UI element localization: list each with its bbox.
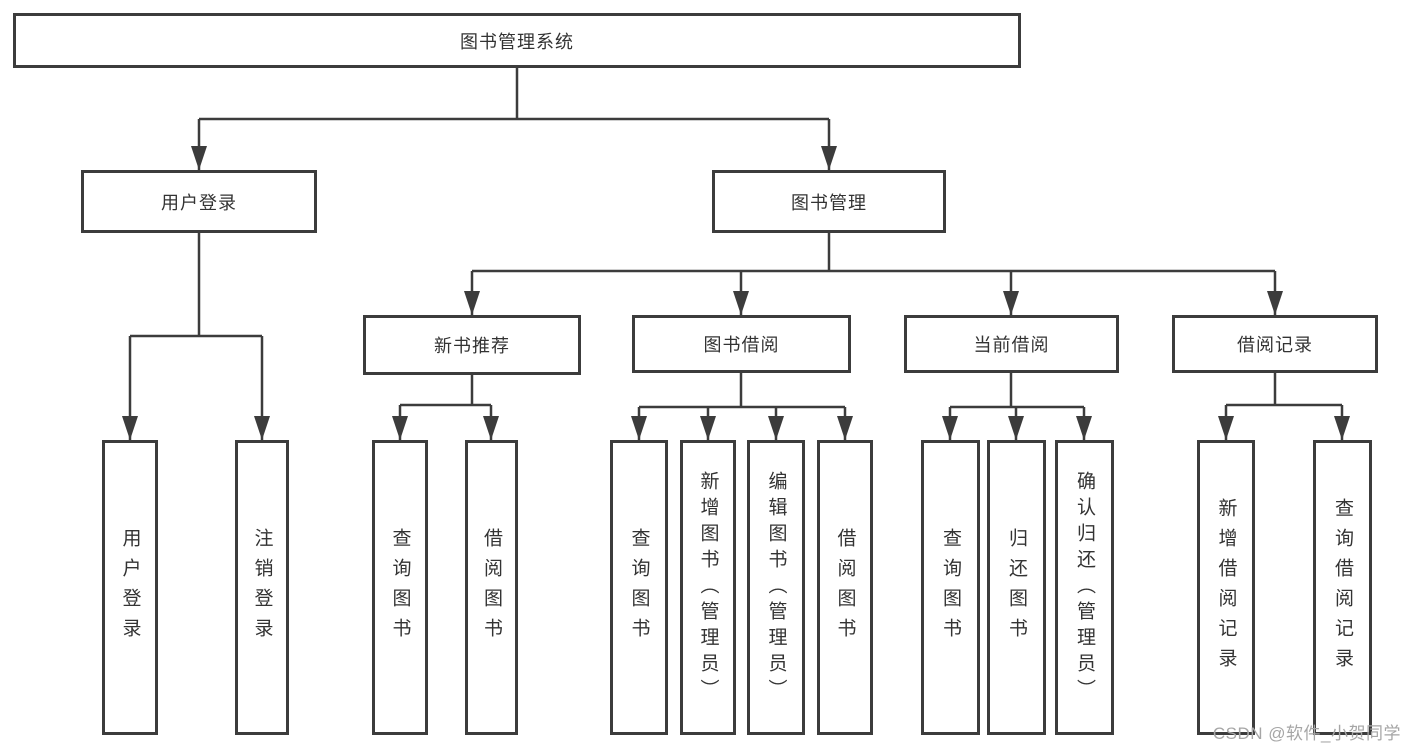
node-label: 图书管理系统 xyxy=(460,31,574,52)
node-label: 新书推荐 xyxy=(434,336,510,356)
leaf-user-login: 用户登录 xyxy=(102,440,158,735)
leaf-logout: 注销登录 xyxy=(235,440,289,735)
leaf-borrow-books-recommend: 借阅图书 xyxy=(465,440,518,735)
arrowheads xyxy=(122,146,1350,440)
leaf-edit-book-admin: 编辑图书（管理员） xyxy=(747,440,805,735)
node-library-management-system: 图书管理系统 xyxy=(13,13,1021,68)
csdn-watermark: CSDN @软件_小贺同学 xyxy=(1212,724,1401,743)
leaf-label: 注销登录 xyxy=(251,527,273,648)
leaf-confirm-return-admin: 确认归还（管理员） xyxy=(1055,440,1114,735)
leaf-query-books-borrowing: 查询图书 xyxy=(610,440,668,735)
node-label: 图书管理 xyxy=(791,192,867,213)
leaf-query-books-current: 查询图书 xyxy=(921,440,980,735)
leaf-label: 查询图书 xyxy=(628,527,650,648)
node-label: 用户登录 xyxy=(161,192,237,213)
leaf-label: 查询图书 xyxy=(389,527,411,648)
leaf-label: 确认归还（管理员） xyxy=(1074,470,1095,705)
leaf-borrow-books-borrowing: 借阅图书 xyxy=(817,440,873,735)
node-new-book-recommend: 新书推荐 xyxy=(363,315,581,375)
leaf-label: 新增图书（管理员） xyxy=(697,470,719,705)
node-current-borrowing: 当前借阅 xyxy=(904,315,1119,373)
leaf-add-borrow-record: 新增借阅记录 xyxy=(1197,440,1255,735)
leaf-label: 查询借阅记录 xyxy=(1332,497,1353,678)
node-borrowing-records: 借阅记录 xyxy=(1172,315,1378,373)
node-label: 图书借阅 xyxy=(703,335,780,355)
leaf-label: 借阅图书 xyxy=(834,527,856,648)
leaf-label: 查询图书 xyxy=(940,527,961,648)
node-user-login: 用户登录 xyxy=(81,170,317,233)
tree-branch-lines xyxy=(128,68,1344,440)
node-book-borrowing: 图书借阅 xyxy=(632,315,851,373)
leaf-label: 用户登录 xyxy=(119,527,141,648)
leaf-return-books: 归还图书 xyxy=(987,440,1046,735)
leaf-query-borrow-record: 查询借阅记录 xyxy=(1313,440,1372,735)
leaf-label: 新增借阅记录 xyxy=(1215,497,1237,678)
node-book-management: 图书管理 xyxy=(712,170,946,233)
leaf-label: 借阅图书 xyxy=(481,527,502,648)
leaf-query-books-recommend: 查询图书 xyxy=(372,440,428,735)
leaf-label: 编辑图书（管理员） xyxy=(765,470,787,705)
node-label: 当前借阅 xyxy=(973,335,1050,355)
leaf-label: 归还图书 xyxy=(1006,527,1027,648)
node-label: 借阅记录 xyxy=(1237,335,1313,355)
leaf-add-book-admin: 新增图书（管理员） xyxy=(680,440,736,735)
